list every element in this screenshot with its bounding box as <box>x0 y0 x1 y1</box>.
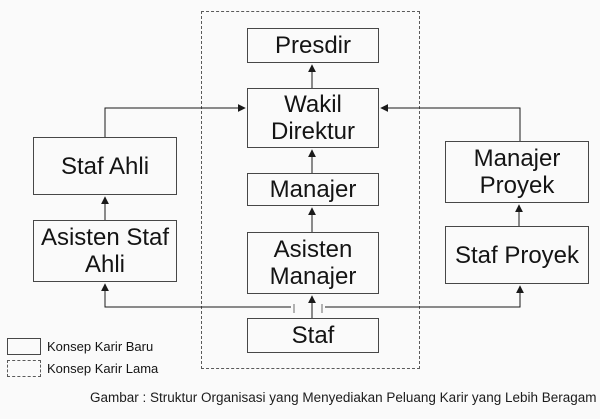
legend-item-old-concept: Konsep Karir Lama <box>7 359 158 377</box>
legend-item-new-concept: Konsep Karir Baru <box>7 337 153 355</box>
figure-caption: Gambar : Struktur Organisasi yang Menyed… <box>90 390 597 405</box>
legend-label: Konsep Karir Lama <box>47 360 159 376</box>
node-staf-proyek: Staf Proyek <box>445 226 589 284</box>
node-wakil-direktur: Wakil Direktur <box>247 88 379 148</box>
solid-box-swatch <box>7 337 41 355</box>
legend-label: Konsep Karir Baru <box>47 338 154 354</box>
node-staf-ahli: Staf Ahli <box>33 137 177 195</box>
node-manajer: Manajer <box>247 173 379 206</box>
dashed-box-swatch <box>7 359 41 377</box>
old-career-concept-frame <box>201 11 420 369</box>
node-staf: Staf <box>247 318 379 353</box>
node-presdir: Presdir <box>247 28 379 63</box>
node-asisten-staf-ahli: Asisten Staf Ahli <box>33 220 177 282</box>
node-manajer-proyek: Manajer Proyek <box>445 141 589 203</box>
node-asisten-manajer: Asisten Manajer <box>247 232 379 294</box>
